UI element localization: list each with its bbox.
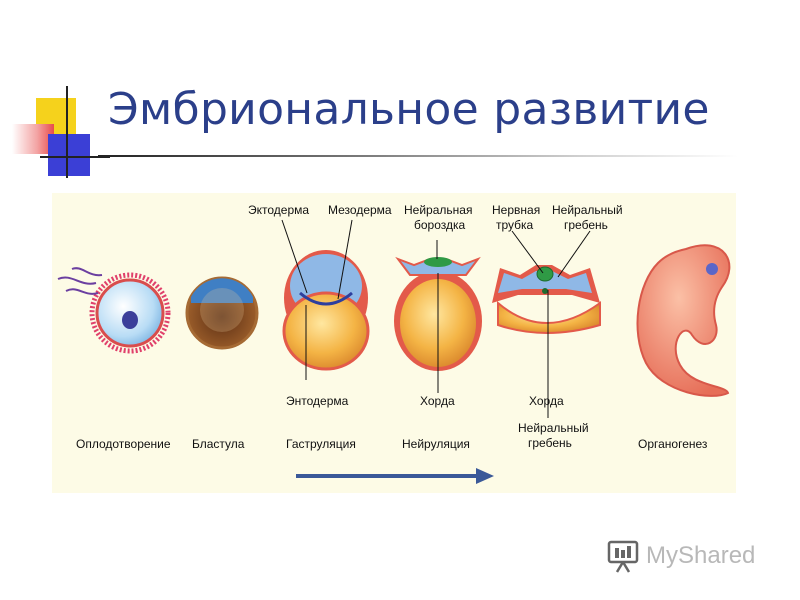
fertilization-egg xyxy=(57,267,171,354)
blue-square xyxy=(48,134,90,176)
myshared-logo-icon xyxy=(607,540,639,573)
blastula xyxy=(185,276,259,350)
vertical-rule xyxy=(66,86,68,178)
diagram-panel: Эктодерма Мезодерма Нейральная бороздка … xyxy=(52,193,736,493)
neural-crest-bottom-label-line2: гребень xyxy=(528,436,572,450)
neural-tube-label-line2: трубка xyxy=(496,218,534,232)
notochord-label-1: Хорда xyxy=(420,394,455,408)
horizontal-rule xyxy=(40,156,110,158)
watermark: MyShared xyxy=(606,538,755,579)
neural-crest-top-label-line2: гребень xyxy=(564,218,608,232)
progress-arrow xyxy=(296,468,494,484)
neural-groove-label-line2: бороздка xyxy=(414,218,466,232)
red-square xyxy=(12,124,54,154)
neural-crest-top-label-line1: Нейральный xyxy=(552,203,623,217)
stage-organogenesis-label: Органогенез xyxy=(638,437,708,451)
stage-neurulation-label: Нейруляция xyxy=(402,437,470,451)
neural-tube-label-line1: Нервная xyxy=(492,203,541,217)
embryo-stages-illustration xyxy=(57,219,731,484)
notochord-label-2: Хорда xyxy=(529,394,564,408)
stage-gastrulation-label: Гаструляция xyxy=(286,437,356,451)
gastrula xyxy=(282,250,370,371)
stage-blastula-label: Бластула xyxy=(192,437,245,451)
endoderm-label: Энтодерма xyxy=(286,394,349,408)
embryo xyxy=(636,244,731,397)
mesoderm-label: Мезодерма xyxy=(328,203,392,217)
neural-tube-section xyxy=(492,265,601,334)
neural-groove-label-line1: Нейральная xyxy=(404,203,473,217)
neural-crest-bottom-label-line1: Нейральный xyxy=(518,421,589,435)
slide-title: Эмбриональное развитие xyxy=(108,84,710,135)
title-underline xyxy=(98,155,738,157)
watermark-text: MyShared xyxy=(646,542,756,569)
leader-lines xyxy=(281,219,591,418)
ectoderm-label: Эктодерма xyxy=(248,203,310,217)
stage-fertilization-label: Оплодотворение xyxy=(76,437,171,451)
title-decoration xyxy=(10,86,110,186)
